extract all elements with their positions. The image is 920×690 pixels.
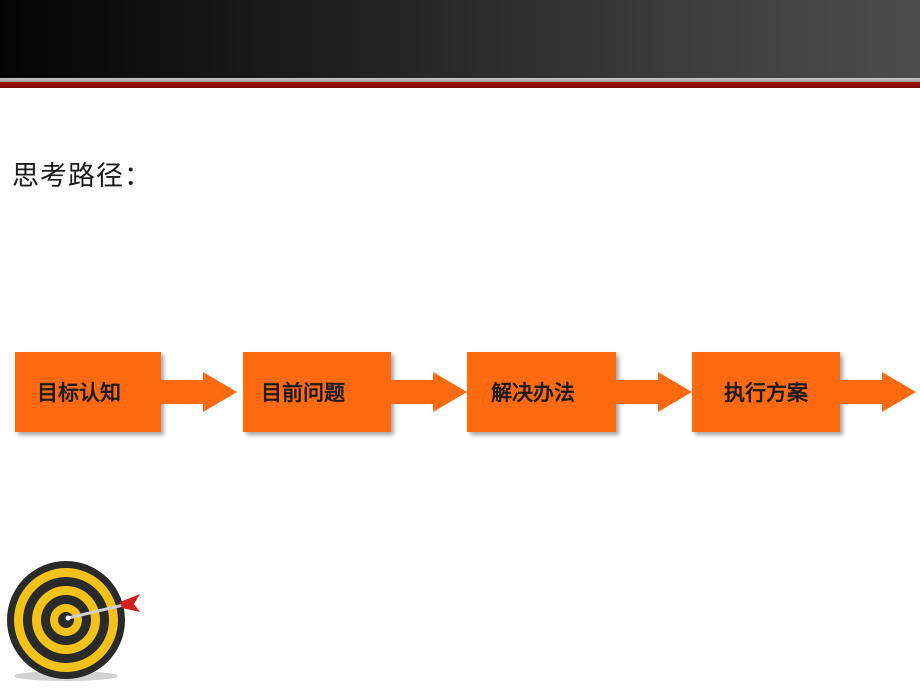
flow-arrow-3 <box>616 372 692 412</box>
step-label-problem: 目前问题 <box>261 380 345 405</box>
step-label-solution: 解决办法 <box>491 380 575 405</box>
flow-arrow-1 <box>161 372 237 412</box>
step-box-goal: 目标认知 <box>15 352 161 432</box>
step-box-problem: 目前问题 <box>243 352 391 432</box>
flow-arrow-4 <box>840 372 916 412</box>
page-title: 思考路径： <box>12 161 152 192</box>
step-label-execution: 执行方案 <box>724 380 808 405</box>
header-stripe-red <box>0 82 920 88</box>
dartboard-target-icon <box>7 561 140 681</box>
header-stripe-gray <box>0 78 920 82</box>
step-box-solution: 解决办法 <box>467 352 616 432</box>
step-label-goal: 目标认知 <box>37 380 121 405</box>
header-bar <box>0 0 920 78</box>
step-box-execution: 执行方案 <box>692 352 840 432</box>
flow-arrow-2 <box>391 372 467 412</box>
